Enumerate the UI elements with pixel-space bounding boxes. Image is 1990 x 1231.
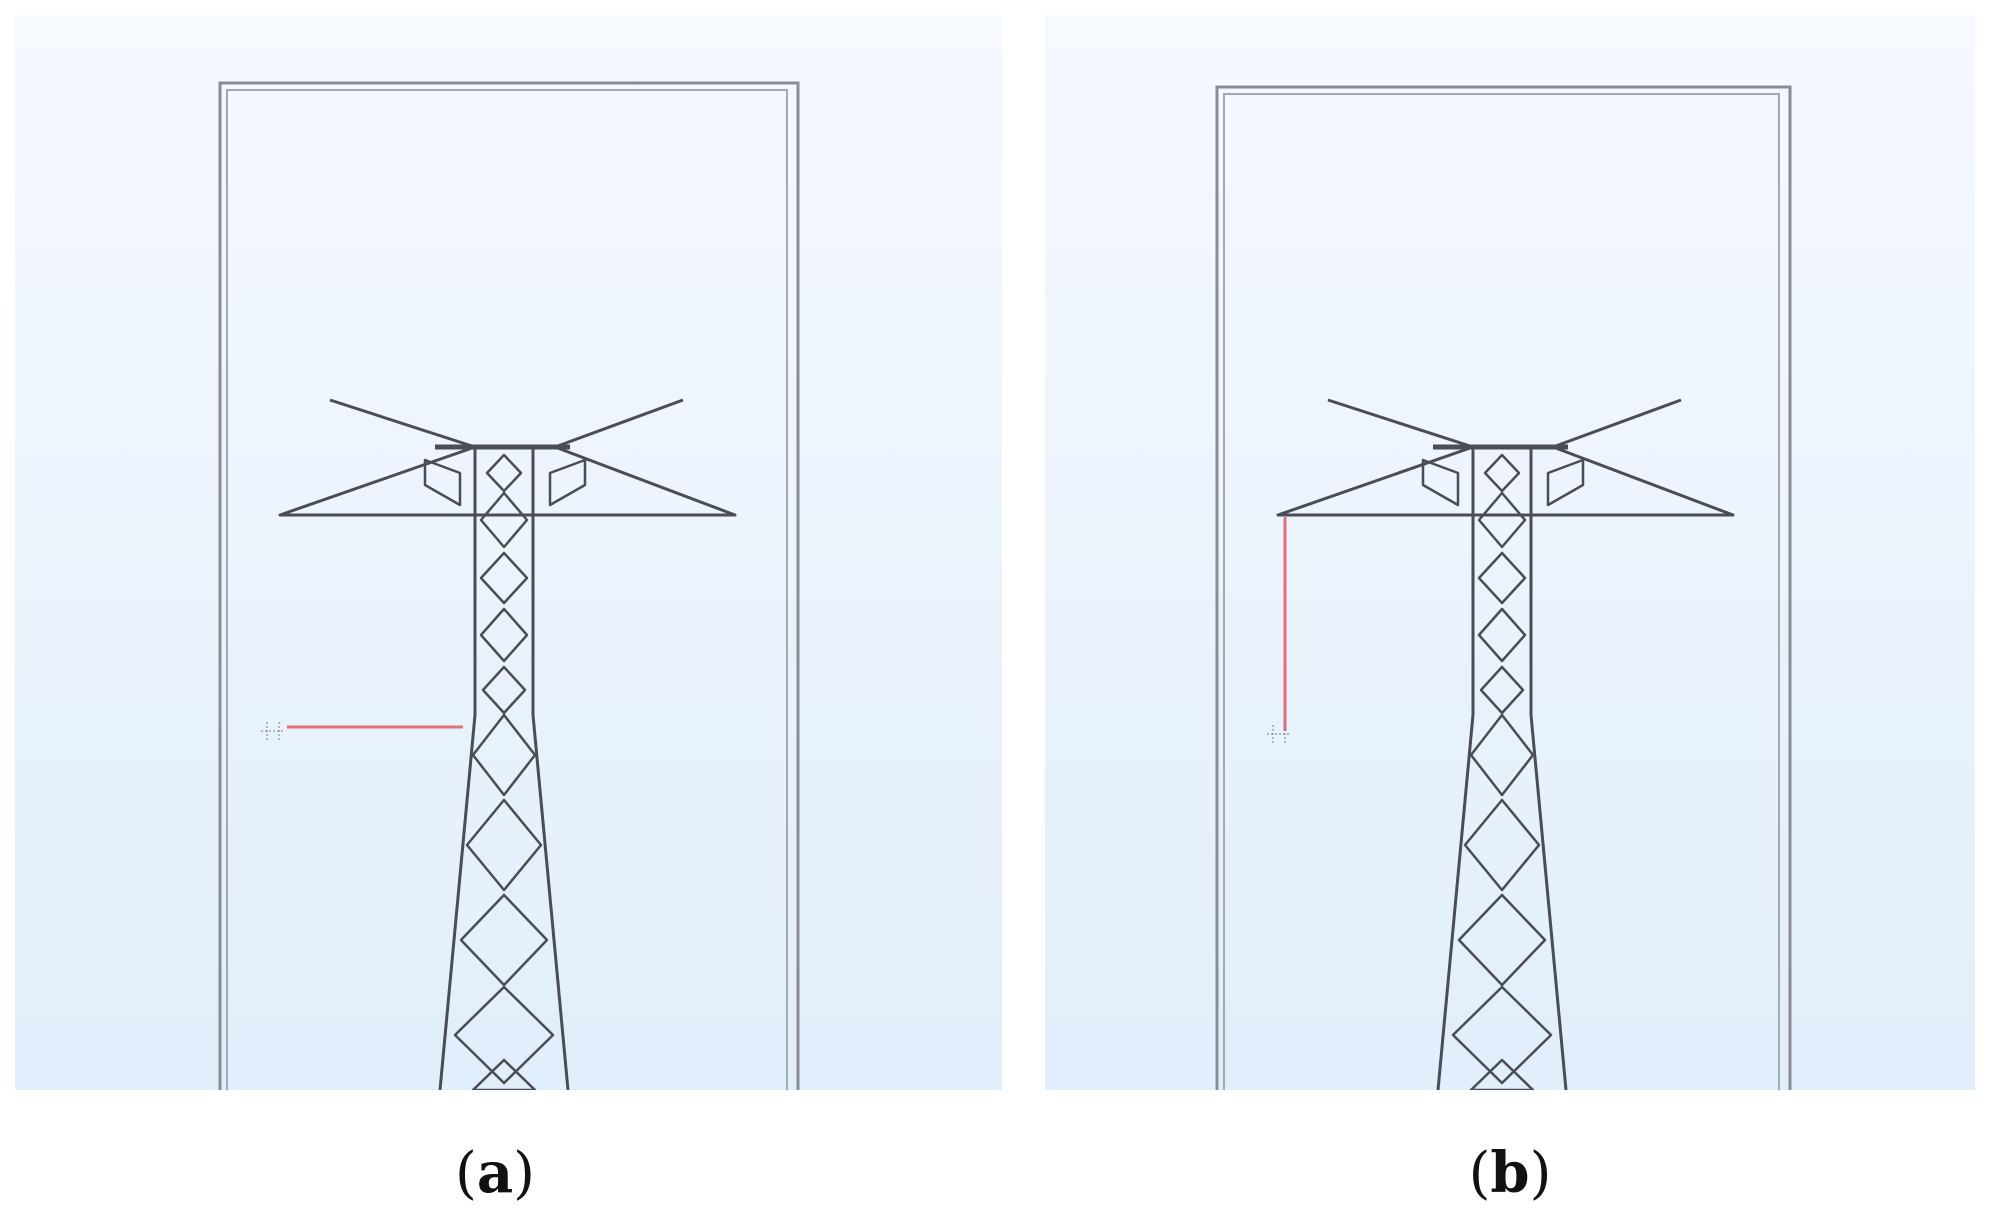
panel-b-scene	[1045, 15, 1975, 1090]
boundary-frame	[218, 81, 800, 1090]
coordinate-marker	[1267, 725, 1291, 745]
panel-a-viewport	[15, 15, 1002, 1090]
panel-b-viewport	[1045, 15, 1975, 1090]
caption-a: (a)	[454, 1140, 535, 1206]
viewport-background	[1045, 15, 1975, 1090]
viewport-background	[15, 15, 1002, 1090]
tower-structure	[1276, 398, 1735, 1090]
caption-a-label: a	[476, 1140, 514, 1206]
boundary-frame	[1215, 85, 1792, 1090]
panel-a-scene	[15, 15, 1002, 1090]
caption-b: (b)	[1468, 1140, 1552, 1206]
tower-structure	[278, 398, 737, 1090]
caption-b-label: b	[1490, 1140, 1530, 1206]
coordinate-marker	[261, 722, 285, 742]
